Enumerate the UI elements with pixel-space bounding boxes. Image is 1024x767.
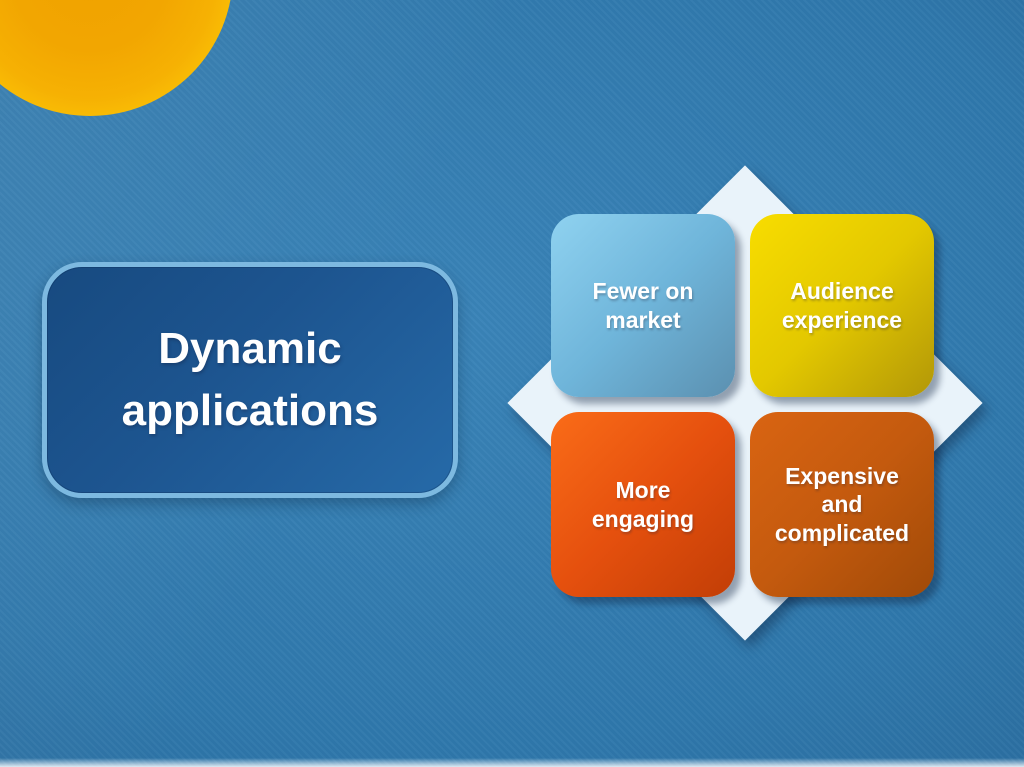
quadrant-label: Fewer on market <box>592 278 694 333</box>
title-box: Dynamic applications <box>42 262 458 498</box>
quadrant-audience-experience: Audience experience <box>750 214 934 397</box>
quadrant-label: More engaging <box>591 477 695 532</box>
quadrant-more-engaging: More engaging <box>551 412 735 597</box>
quadrant-label: Expensive and complicated <box>774 463 910 546</box>
quadrant-label: Audience experience <box>781 278 903 333</box>
sun-icon <box>0 0 233 116</box>
quadrant-grid: Fewer on market Audience experience More… <box>551 214 934 597</box>
bottom-edge-highlight <box>0 758 1024 767</box>
slide-title: Dynamic applications <box>121 324 379 435</box>
quadrant-expensive-complicated: Expensive and complicated <box>750 412 934 597</box>
quadrant-fewer-on-market: Fewer on market <box>551 214 735 397</box>
